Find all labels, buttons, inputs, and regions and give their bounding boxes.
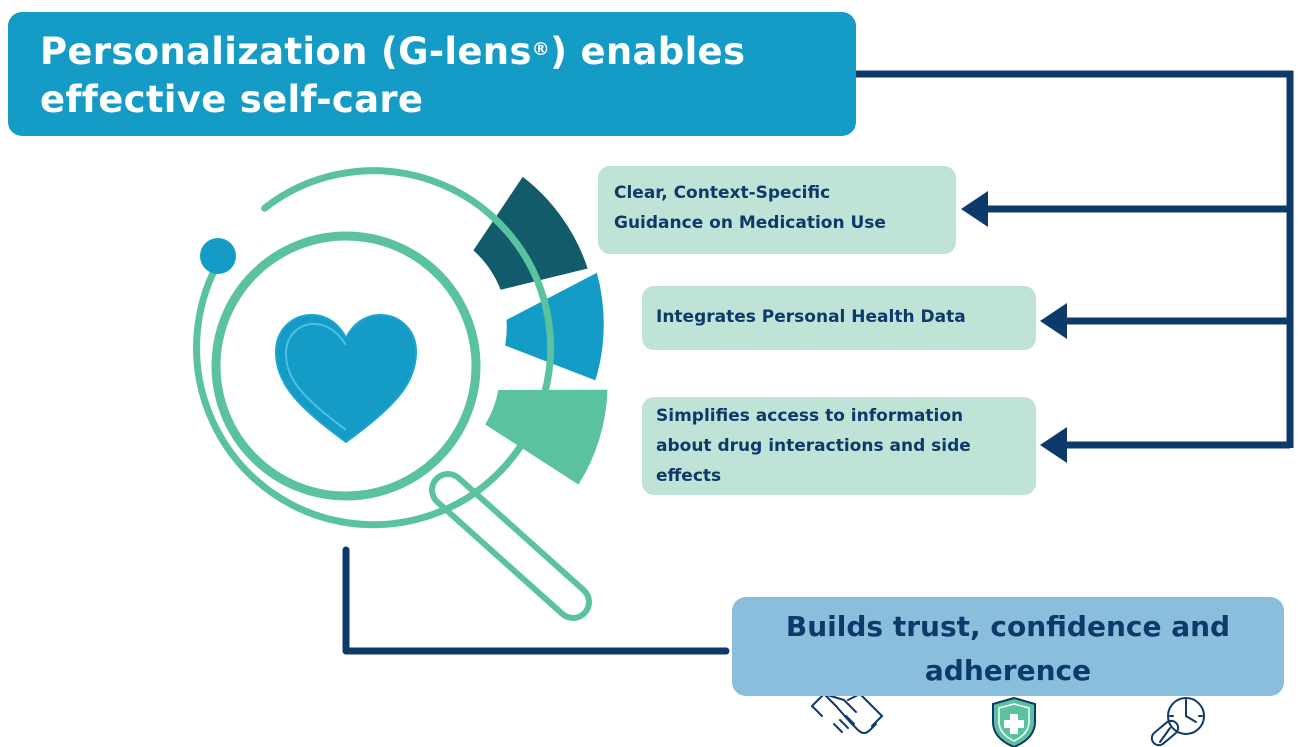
shield-medical-cross-icon <box>992 696 1036 747</box>
title-line2: effective self-care <box>40 78 424 121</box>
registered-mark: ® <box>531 39 551 60</box>
benefit-card-guidance-line2: Guidance on Medication Use <box>614 213 886 233</box>
title-line1-pre: Personalization (G-lens <box>40 30 532 73</box>
segment-blue <box>505 272 604 381</box>
benefit-card-health-data: Integrates Personal Health Data <box>642 286 1036 350</box>
heart-icon <box>274 313 418 444</box>
title-banner: Personalization (G-lens®) enables effect… <box>8 12 856 136</box>
arrow-head-2 <box>1040 303 1067 339</box>
benefit-card-guidance: Clear, Context-Specific Guidance on Medi… <box>598 166 956 254</box>
magnifier-lens <box>211 231 481 501</box>
benefit-card-drug-interactions: Simplifies access to information about d… <box>642 397 1036 495</box>
title-line1-post: ) enables <box>550 30 746 73</box>
benefit-card-health-data-line1: Integrates Personal Health Data <box>656 307 966 327</box>
benefit-card-drug-interactions-line2: about drug interactions and side <box>656 436 971 456</box>
arrow-head-3 <box>1040 427 1067 463</box>
heart-highlight <box>284 322 347 431</box>
benefit-card-drug-interactions-line3: effects <box>656 466 722 486</box>
pill-clock-icon <box>1150 697 1205 747</box>
arrow-head-1 <box>961 191 988 227</box>
outcome-line1: Builds trust, confidence and <box>785 610 1231 643</box>
outcome-box: Builds trust, confidence and adherence <box>732 597 1284 696</box>
magnifier-handle-inner <box>435 477 586 615</box>
page-title: Personalization (G-lens®) enables effect… <box>40 28 840 124</box>
benefit-card-drug-interactions-line1: Simplifies access to information <box>656 406 964 426</box>
connector-magnifier-to-outcome <box>342 546 730 655</box>
outcome-line2: adherence <box>924 654 1092 687</box>
segment-dark <box>473 176 588 290</box>
magnifier-outer-ring <box>193 167 555 529</box>
benefit-card-guidance-line1: Clear, Context-Specific <box>614 183 831 203</box>
ring-dot <box>200 238 236 274</box>
handshake-icon <box>811 693 883 734</box>
segment-green <box>485 389 608 485</box>
connector-title-to-spine <box>856 70 1294 448</box>
